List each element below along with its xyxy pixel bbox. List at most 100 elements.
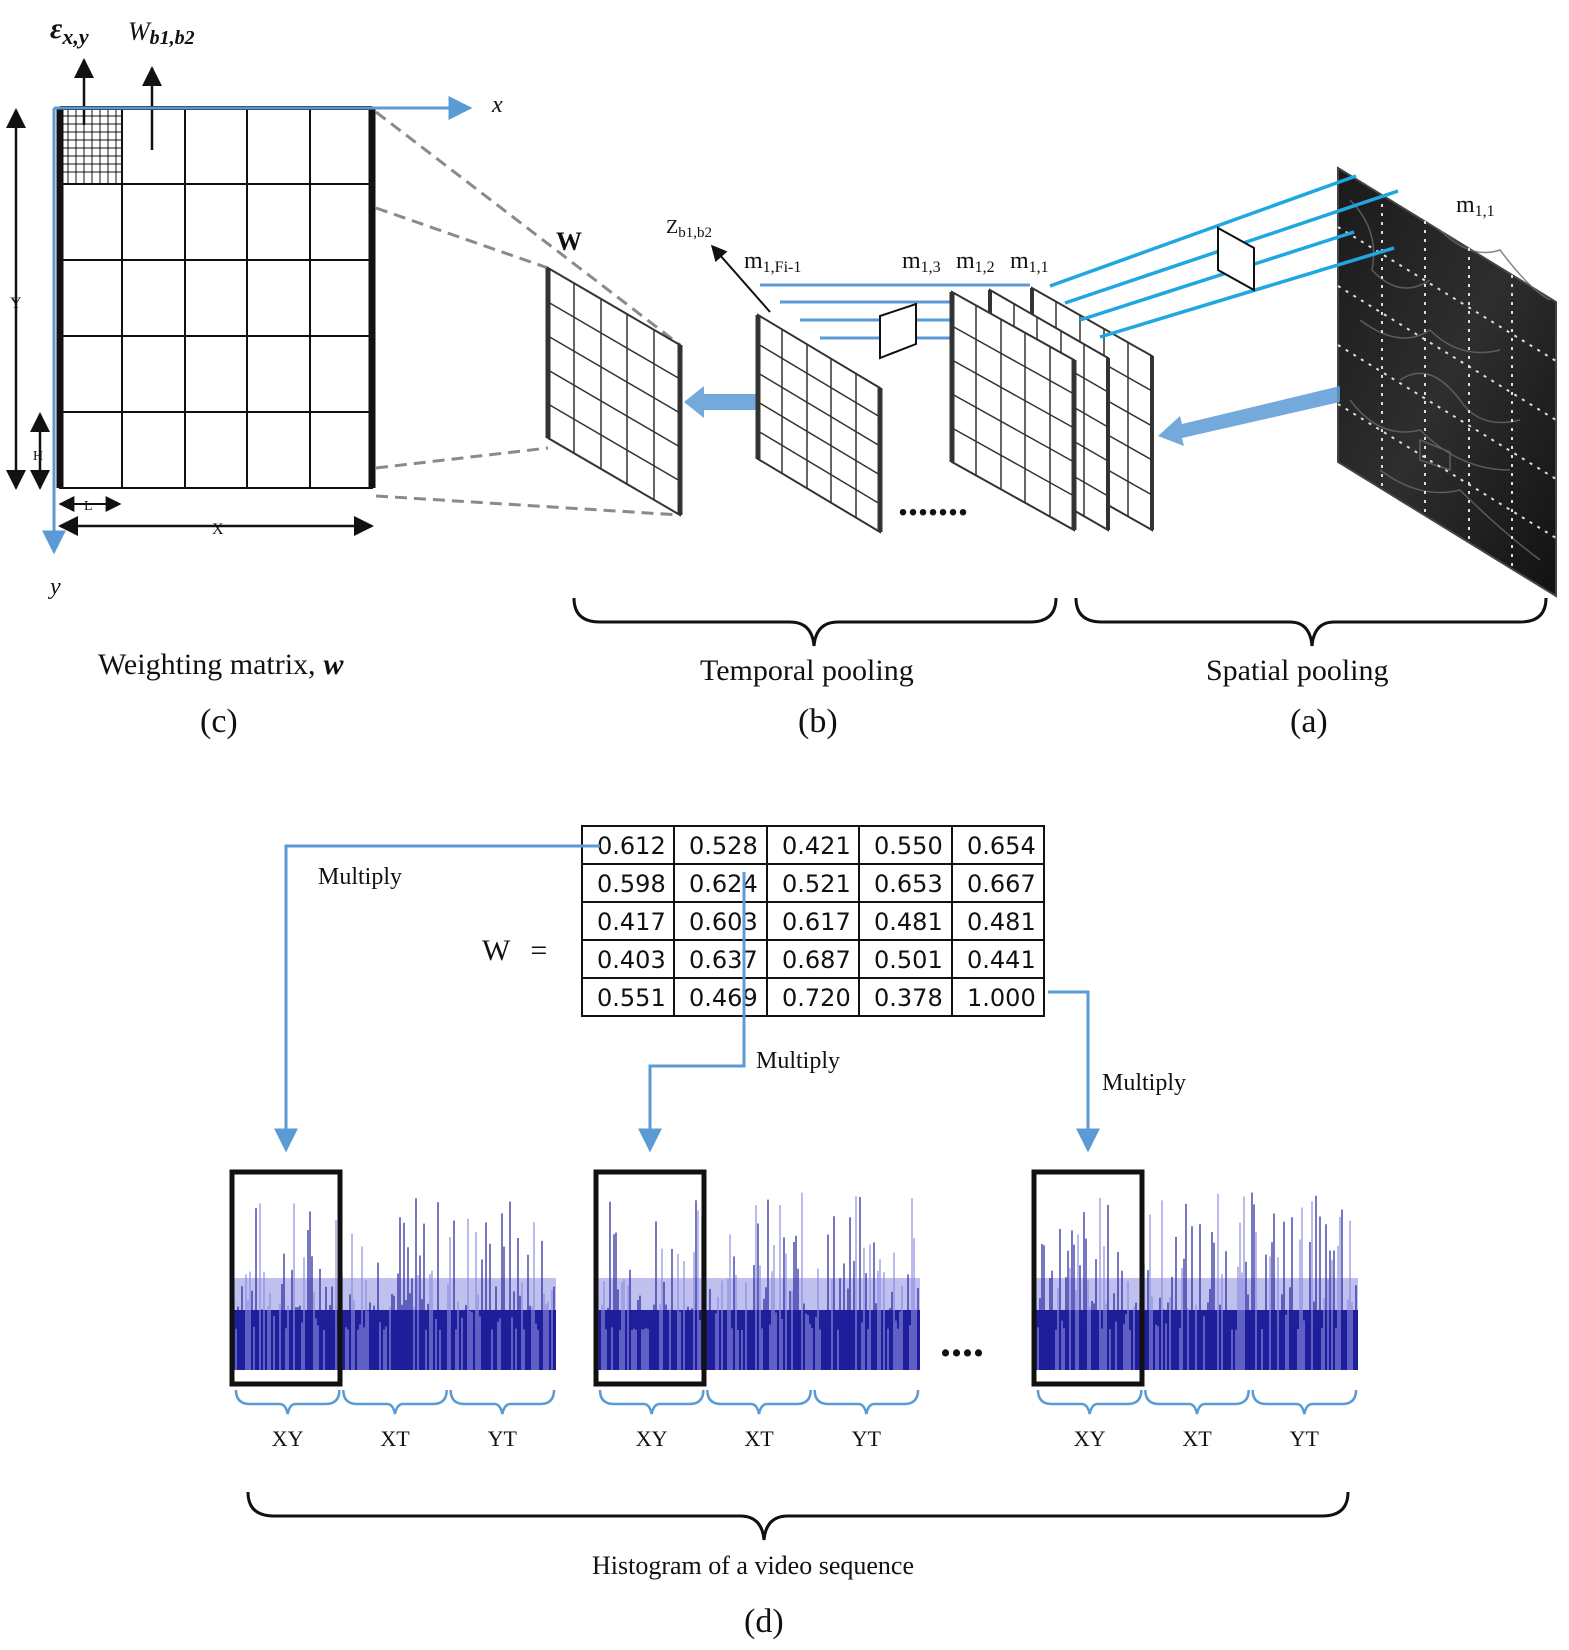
panel-a-letter: (a) [1290, 703, 1328, 740]
panel-b: W Zb1,b2 m1,Fi-1 m1,3 m1,2 m1,1 [545, 216, 1154, 740]
z-label: Zb1,b2 [666, 216, 712, 241]
w-b1b2-label: Wb1,b2 [128, 17, 195, 49]
sequence-caption: Histogram of a video sequence [592, 1551, 914, 1580]
segment-label-xt: XT [1182, 1426, 1212, 1451]
matrix-cell: 0.469 [689, 984, 758, 1012]
multiply-label-2: Multiply [756, 1048, 840, 1074]
pool-arrow-to-stack [1158, 386, 1340, 446]
matrix-cell: 0.598 [597, 870, 666, 898]
spatial-frame [1337, 166, 1557, 598]
y-axis-label: y [48, 574, 61, 600]
segment-brace [449, 1389, 556, 1415]
multiply-label-3: Multiply [1102, 1070, 1186, 1096]
temporal-brace [572, 597, 1058, 647]
matrix-cell: 0.481 [967, 908, 1036, 936]
epsilon-label: εx,y [50, 12, 89, 49]
segment-label-xy: XY [272, 1426, 304, 1451]
w-equals-label: W= [482, 934, 547, 967]
dim-H-label: H [33, 449, 43, 464]
spatial-texture [1349, 199, 1551, 561]
panel-c-letter: (c) [200, 703, 238, 740]
histogram-ellipsis: .... [940, 1317, 984, 1366]
segment-brace [1251, 1389, 1358, 1415]
panel-d: W= 0.612 0.528 0.421 0.550 0.654 0.598 [229, 825, 1358, 1640]
histogram-band [1036, 1278, 1358, 1310]
zoom-lines [375, 110, 681, 517]
segment-label-yt: YT [488, 1426, 518, 1451]
matrix-cell: 0.637 [689, 946, 758, 974]
segment-brace [234, 1389, 341, 1415]
histogram-3 [1035, 1192, 1358, 1370]
dim-L-label: L [84, 499, 93, 514]
segment-label-yt: YT [1290, 1426, 1320, 1451]
spatial-grid-dots [1337, 195, 1557, 569]
matrix-cell: 0.441 [967, 946, 1036, 974]
matrix-cell: 1.000 [967, 984, 1036, 1012]
matrix-values: 0.612 0.528 0.421 0.550 0.654 0.598 0.62… [597, 832, 1036, 1012]
segment-brace [1036, 1389, 1143, 1415]
matrix-cell: 0.481 [874, 908, 943, 936]
matrix-cell: 0.550 [874, 832, 943, 860]
matrix-grid [581, 825, 1045, 1017]
segment-brace [1144, 1389, 1250, 1415]
panel-d-letter: (d) [744, 1603, 784, 1640]
segment-braces: XY XT YT XY XT YT XY XT YT [234, 1389, 1358, 1451]
matrix-cell: 0.617 [782, 908, 851, 936]
sequence-brace [246, 1491, 1350, 1541]
matrix-cell: 0.720 [782, 984, 851, 1012]
m11-label-b: m1,1 [1010, 248, 1049, 276]
matrix-cell: 0.624 [689, 870, 758, 898]
matrix-cell: 0.654 [967, 832, 1036, 860]
matrix-cell: 0.603 [689, 908, 758, 936]
xy-highlight-2 [593, 1169, 707, 1387]
segment-label-xt: XT [744, 1426, 774, 1451]
matrix-cell: 0.528 [689, 832, 758, 860]
dim-Y-label: Y [10, 295, 22, 312]
matrix-cell: 0.687 [782, 946, 851, 974]
m11-label-a: m1,1 [1456, 192, 1495, 220]
frame-m-fi [755, 313, 883, 534]
panel-b-letter: (b) [798, 703, 838, 740]
matrix-cell: 0.378 [874, 984, 943, 1012]
weighting-caption: Weighting matrix,w [98, 648, 345, 681]
z-arrow [710, 244, 771, 313]
segment-brace [598, 1389, 705, 1415]
segment-label-xt: XT [380, 1426, 410, 1451]
xy-highlight-3 [1031, 1169, 1145, 1387]
matrix-cell: 0.612 [597, 832, 666, 860]
temporal-window [879, 302, 917, 360]
x-axis-label: x [491, 92, 503, 118]
panel-c: εx,y Wb1,b2 [6, 12, 503, 740]
m-fi-label: m1,Fi-1 [744, 248, 801, 276]
multiply-connector-2 [638, 872, 746, 1153]
histogram-2 [597, 1192, 920, 1370]
m13-label: m1,3 [902, 248, 941, 276]
histogram-band [598, 1278, 920, 1310]
matrix-cell: 0.521 [782, 870, 851, 898]
segment-label-yt: YT [852, 1426, 882, 1451]
m12-label: m1,2 [956, 248, 995, 276]
segment-label-xy: XY [636, 1426, 668, 1451]
segment-brace [813, 1389, 920, 1415]
matrix-cell: 0.551 [597, 984, 666, 1012]
matrix-cell: 0.501 [874, 946, 943, 974]
w-grid [545, 266, 683, 517]
segment-brace [342, 1389, 448, 1415]
spatial-caption: Spatial pooling [1206, 654, 1389, 687]
dim-X-label: X [212, 521, 224, 538]
panel-a: m1,1 Spatial pooling (a) [1049, 166, 1557, 740]
fine-cell-grid [60, 108, 122, 184]
frame-m13 [949, 290, 1077, 532]
multiply-connector-1 [274, 844, 600, 1153]
segment-label-xy: XY [1074, 1426, 1106, 1451]
weight-matrix: 0.612 0.528 0.421 0.550 0.654 0.598 0.62… [581, 825, 1045, 1017]
matrix-cell: 0.403 [597, 946, 666, 974]
segment-brace [706, 1389, 812, 1415]
matrix-cell: 0.653 [874, 870, 943, 898]
temporal-ellipsis: ....... [898, 479, 968, 524]
histogram-1 [233, 1198, 556, 1370]
multiply-connector-3 [1048, 990, 1100, 1153]
w-matrix-label: W [556, 227, 582, 256]
multiply-label-1: Multiply [318, 864, 402, 890]
